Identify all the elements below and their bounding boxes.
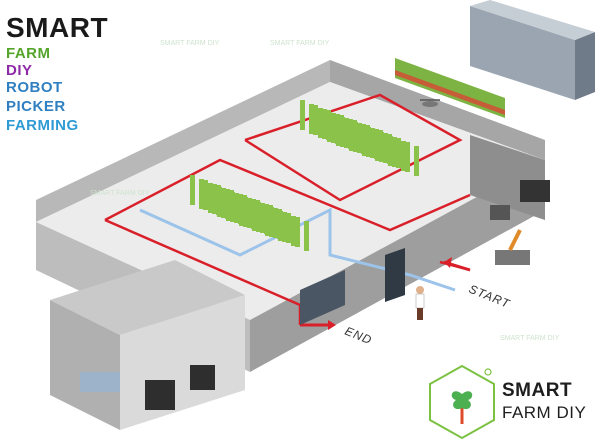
watermark: SMART FARM DIY bbox=[270, 40, 330, 47]
plant-tower bbox=[260, 203, 265, 233]
plant-tower bbox=[405, 142, 410, 172]
plant-tower bbox=[322, 109, 327, 139]
plant-tower bbox=[401, 141, 406, 171]
plant-tower bbox=[243, 197, 248, 227]
plant-tower bbox=[286, 213, 291, 243]
watermark: SMART FARM DIY bbox=[160, 40, 220, 47]
title-line-smart: SMART bbox=[6, 12, 109, 43]
plant-tower bbox=[304, 221, 309, 251]
plant-towers bbox=[190, 100, 419, 251]
worker bbox=[415, 286, 425, 320]
start-arrow bbox=[443, 257, 471, 272]
title-line-farming: FARMING bbox=[6, 117, 79, 134]
plant-tower bbox=[221, 188, 226, 218]
storage-building bbox=[50, 260, 245, 430]
control-room bbox=[470, 135, 550, 220]
plant-tower bbox=[396, 138, 401, 168]
plant-tower bbox=[353, 122, 358, 152]
plant-tower bbox=[370, 128, 375, 158]
start-label: START bbox=[467, 282, 513, 311]
plant-tower bbox=[208, 183, 213, 213]
plant-tower bbox=[269, 207, 274, 237]
plant-tower bbox=[199, 179, 204, 209]
plant-tower bbox=[366, 127, 371, 157]
plant-tower bbox=[336, 116, 341, 146]
plant-tower bbox=[349, 121, 354, 151]
plant-tower bbox=[226, 191, 231, 221]
title-line-farm: FARM bbox=[6, 45, 51, 62]
plant-tower bbox=[383, 133, 388, 163]
robot-path bbox=[139, 207, 456, 292]
plant-tower bbox=[252, 201, 257, 231]
plant-tower bbox=[375, 131, 380, 161]
office-building bbox=[470, 0, 595, 100]
logo-word-smart: SMART bbox=[502, 380, 573, 401]
plant-tower bbox=[203, 180, 208, 210]
plant-tower bbox=[282, 212, 287, 242]
plant-tower bbox=[388, 136, 393, 166]
end-label: END bbox=[343, 324, 375, 348]
plant-tower bbox=[291, 216, 296, 246]
title-line-robot: ROBOT bbox=[6, 79, 63, 96]
plant-tower bbox=[247, 198, 252, 228]
plant-tower bbox=[379, 132, 384, 162]
plant-tower bbox=[313, 105, 318, 135]
plant-tower bbox=[212, 184, 217, 214]
plant-tower bbox=[230, 192, 235, 222]
plant-tower bbox=[309, 104, 314, 134]
plant-tower bbox=[190, 175, 195, 205]
plant-tower bbox=[256, 202, 261, 232]
drone bbox=[420, 99, 440, 107]
glass-doors bbox=[300, 248, 405, 325]
plant-tower bbox=[331, 113, 336, 143]
plant-tower bbox=[340, 117, 345, 147]
plant-tower bbox=[300, 100, 305, 130]
plant-tower bbox=[327, 112, 332, 142]
plant-tower bbox=[344, 118, 349, 148]
plant-tower bbox=[414, 146, 419, 176]
logo-word-farm-diy: FARM DIY bbox=[502, 403, 587, 422]
end-arrow bbox=[300, 320, 336, 330]
shelf-rack bbox=[395, 58, 505, 118]
plant-tower bbox=[217, 187, 222, 217]
plant-tower bbox=[234, 193, 239, 223]
plant-tower bbox=[357, 123, 362, 153]
plant-tower bbox=[278, 211, 283, 241]
plant-tower bbox=[265, 206, 270, 236]
plant-tower bbox=[318, 108, 323, 138]
title-line-picker: PICKER bbox=[6, 98, 66, 115]
watermark: SMART FARM DIY bbox=[90, 190, 150, 197]
robot-arm bbox=[495, 229, 530, 265]
brand-logo: SMART FARM DIY bbox=[426, 364, 598, 440]
plant-tower bbox=[273, 208, 278, 238]
plant-tower bbox=[392, 137, 397, 167]
title-line-diy: DIY bbox=[6, 62, 33, 79]
plant-tower bbox=[362, 126, 367, 156]
plant-tower bbox=[295, 217, 300, 247]
plant-tower bbox=[239, 196, 244, 226]
watermark: SMART FARM DIY bbox=[500, 335, 560, 342]
logo-plant-icon bbox=[429, 364, 495, 440]
